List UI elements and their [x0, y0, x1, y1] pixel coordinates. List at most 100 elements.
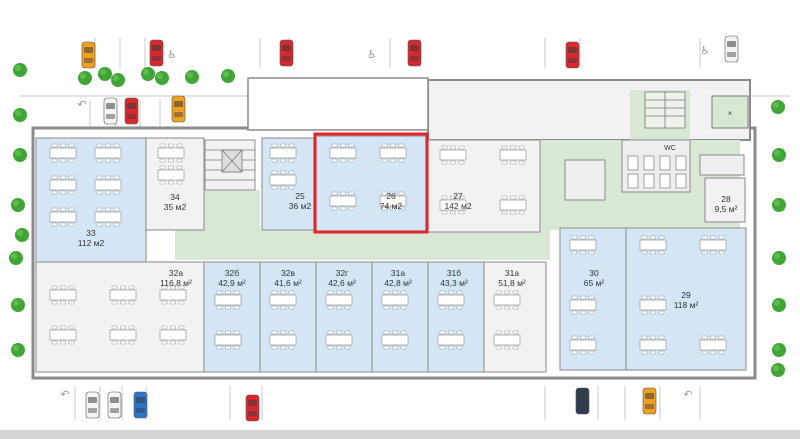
room-33-area[interactable]: [35, 137, 147, 267]
desk-cluster: [49, 143, 77, 163]
u-turn-icon: ↶: [683, 388, 692, 401]
room-32g-area[interactable]: [315, 261, 373, 373]
svg-text:×: ×: [728, 109, 733, 118]
desk-cluster: [269, 330, 297, 350]
room-32v-number: 32в: [281, 268, 295, 278]
desk-cluster: [94, 175, 122, 195]
desk-cluster: [159, 285, 187, 305]
room-31a[interactable]: [371, 261, 429, 373]
room-34-area-label: 35 м2: [164, 202, 187, 212]
desk-cluster: [699, 235, 727, 255]
tree-icon: [772, 198, 786, 212]
desk-cluster: [94, 207, 122, 227]
room-27[interactable]: [427, 139, 541, 233]
desk-cluster: [569, 235, 597, 255]
room-32a[interactable]: [35, 261, 205, 373]
desk-cluster: [157, 143, 185, 163]
room-32g-area-label: 42,6 м²: [328, 278, 356, 288]
tree-icon: [11, 198, 25, 212]
staircase-east: [644, 91, 686, 129]
tree-icon: [772, 148, 786, 162]
desk-cluster: [329, 143, 357, 163]
desk-cluster: [49, 325, 77, 345]
desk-cluster: [269, 290, 297, 310]
room-32g[interactable]: [315, 261, 373, 373]
room-34-number: 34: [170, 192, 180, 202]
room-31b-area[interactable]: [427, 261, 485, 373]
car-icon: [575, 387, 590, 415]
tree-icon: [98, 67, 112, 81]
tree-icon: [772, 343, 786, 357]
room-29[interactable]: [625, 227, 747, 371]
room-31a-area[interactable]: [371, 261, 429, 373]
tree-icon: [772, 298, 786, 312]
desk-cluster: [49, 175, 77, 195]
room-25-area-label: 36 м2: [289, 201, 312, 211]
room-32v[interactable]: [259, 261, 317, 373]
room-29-number: 29: [681, 290, 691, 300]
tree-icon: [13, 148, 27, 162]
room-31b[interactable]: [427, 261, 485, 373]
rooms-layer: [35, 135, 747, 373]
room-34[interactable]: [145, 137, 205, 231]
staircase-west: [204, 139, 256, 191]
tree-icon: [13, 63, 27, 77]
tree-icon: [155, 71, 169, 85]
room-33-number: 33: [86, 228, 96, 238]
room-25-number: 25: [295, 191, 305, 201]
tree-icon: [13, 108, 27, 122]
room-33-area-label: 112 м2: [78, 238, 105, 248]
room-31a2-area[interactable]: [483, 261, 547, 373]
car-icon: [85, 391, 100, 419]
room-33[interactable]: [35, 137, 147, 267]
desk-cluster: [493, 290, 521, 310]
desk-cluster: [109, 285, 137, 305]
desk-cluster: [639, 295, 667, 315]
tree-icon: [772, 251, 786, 265]
desk-cluster: [439, 195, 467, 215]
car-icon: [724, 35, 739, 63]
room-28-area[interactable]: [704, 177, 746, 223]
car-icon: [642, 387, 657, 415]
room-31a2-number: 31а: [505, 268, 519, 278]
room-32b-area[interactable]: [203, 261, 261, 373]
desk-cluster: [639, 235, 667, 255]
desk-cluster: [214, 290, 242, 310]
room-28[interactable]: [704, 177, 746, 223]
room-26-area-label: 74 м2: [380, 201, 403, 211]
room-31a-number: 31а: [391, 268, 405, 278]
desk-cluster: [325, 290, 353, 310]
tree-icon: [78, 71, 92, 85]
room-25[interactable]: [261, 137, 315, 231]
wheelchair-icon: ♿: [700, 44, 710, 57]
tree-icon: [11, 298, 25, 312]
room-31b-number: 31б: [447, 268, 461, 278]
car-icon: [107, 391, 122, 419]
room-26[interactable]: [315, 135, 427, 232]
room-32a-area[interactable]: [35, 261, 205, 373]
desk-cluster: [499, 195, 527, 215]
desk-cluster: [437, 330, 465, 350]
room-28-number: 28: [721, 194, 731, 204]
desk-cluster: [493, 330, 521, 350]
room-32v-area[interactable]: [259, 261, 317, 373]
room-32b[interactable]: [203, 261, 261, 373]
desk-cluster: [699, 335, 727, 355]
room-32a-area-label: 116,8 м²: [160, 278, 192, 288]
tree-icon: [771, 363, 785, 377]
parking-area-bottom: [74, 386, 701, 420]
room-30[interactable]: [559, 227, 627, 371]
footer-band: [0, 430, 800, 439]
room-30-area-label: 65 м²: [584, 278, 605, 288]
desk-cluster: [329, 191, 357, 211]
car-icon: [124, 97, 139, 125]
room-31a2[interactable]: [483, 261, 547, 373]
u-turn-icon: ↶: [60, 388, 69, 401]
tree-icon: [771, 100, 785, 114]
room-28-area-label: 9,5 м²: [715, 204, 738, 214]
room-32b-number: 32б: [225, 268, 239, 278]
room-30-number: 30: [589, 268, 599, 278]
desk-cluster: [269, 170, 297, 190]
